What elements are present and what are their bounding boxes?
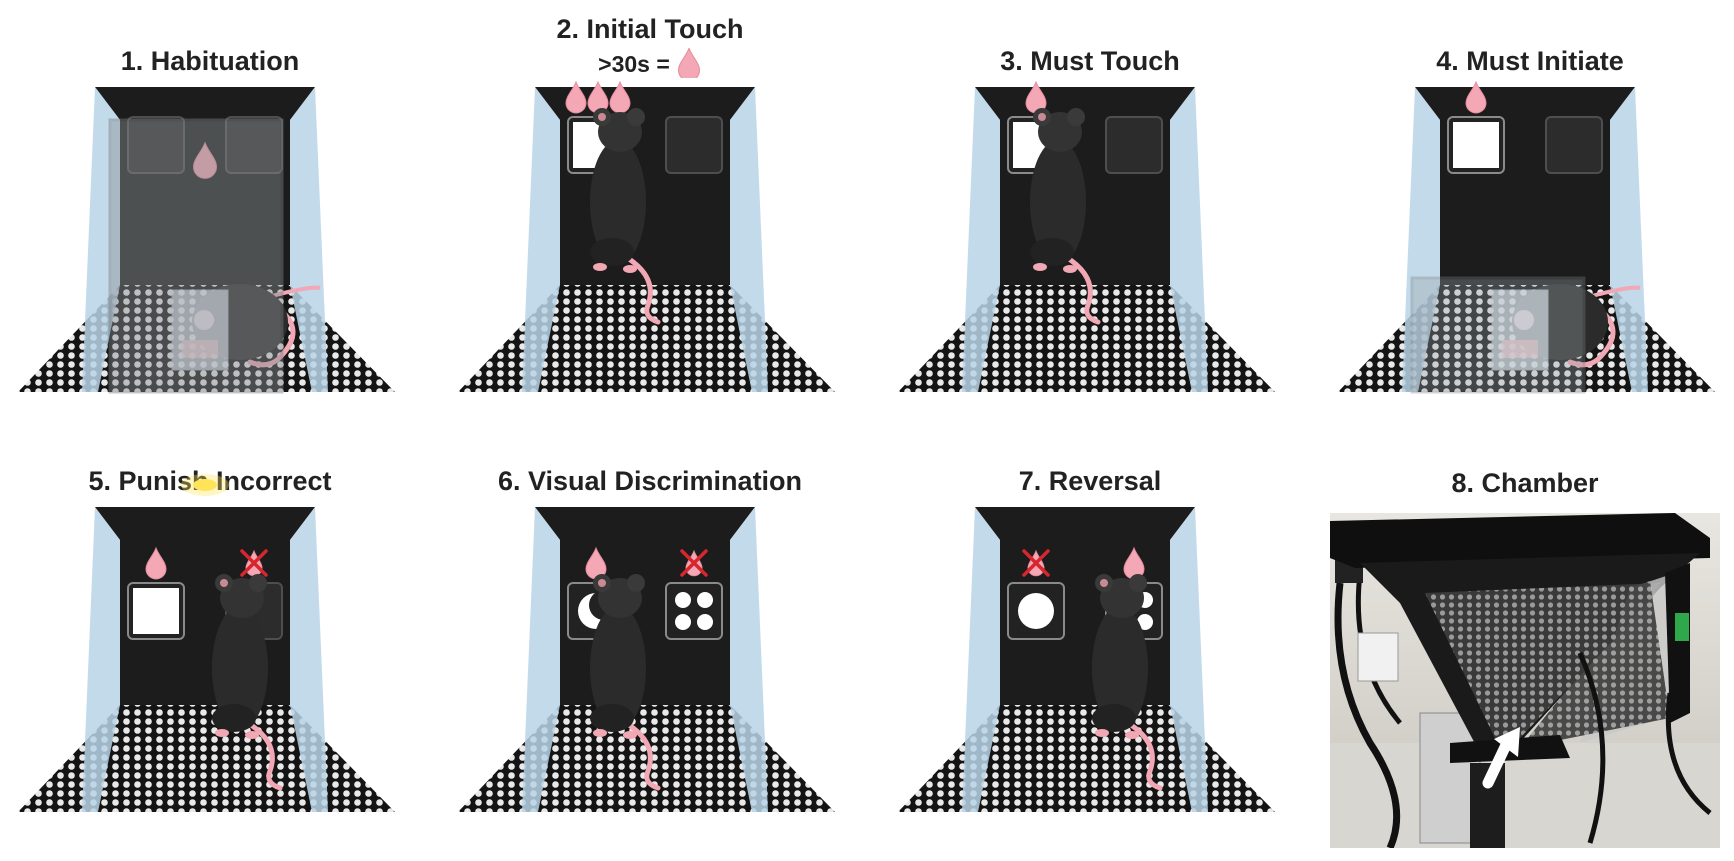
left-glass-wall [522, 87, 560, 392]
right-glass-wall [290, 507, 328, 812]
right-glass-wall [730, 507, 768, 812]
right-glass-wall [730, 87, 768, 392]
right-stimulus [665, 582, 723, 640]
chamber-photo [1330, 513, 1720, 848]
house-light-icon [181, 474, 229, 496]
chamber-diagram [458, 507, 835, 812]
mouse [212, 574, 283, 791]
chamber-diagram [458, 80, 835, 392]
mouse [590, 574, 661, 791]
left-glass-wall [82, 87, 120, 392]
center-reward-drop-icon [192, 141, 218, 179]
reward-drop-icon [145, 546, 167, 580]
grid-floor [898, 705, 1275, 812]
chamber-diagram [898, 80, 1275, 392]
panel-8-title: 8. Chamber [1451, 468, 1599, 498]
mouse [590, 108, 661, 325]
panel-1: 1. Habituation [0, 0, 420, 400]
right-stimulus [665, 116, 723, 174]
panel-6: 6. Visual Discrimination [440, 420, 860, 820]
left-stimulus [1007, 582, 1065, 640]
start-box [1491, 289, 1549, 371]
left-stimulus [127, 116, 185, 174]
chamber-diagram [18, 87, 395, 394]
panel-2: 2. Initial Touch >30s = [440, 0, 860, 400]
reward-drop-icon [609, 80, 631, 114]
reward-drop-icon [1465, 80, 1487, 114]
gate-panel [1410, 276, 1586, 394]
reward-drop-icon [565, 80, 587, 114]
left-glass-wall [962, 507, 1000, 812]
right-stimulus [1105, 116, 1163, 174]
grid-floor [458, 705, 835, 812]
left-glass-wall [522, 507, 560, 812]
start-box [171, 289, 229, 371]
panel-title: 6. Visual Discrimination [497, 466, 803, 496]
right-stimulus [1545, 116, 1603, 174]
chamber-photo-drawing [1330, 513, 1720, 848]
right-glass-wall [290, 87, 328, 392]
panel-3: 3. Must Touch [880, 0, 1300, 400]
right-glass-wall [1170, 507, 1208, 812]
right-glass-wall [1170, 87, 1208, 392]
right-glass-wall [1610, 87, 1648, 392]
panel-title: 7. Reversal [1018, 466, 1162, 496]
reward-drop-icon [587, 80, 609, 114]
no-reward-icon [240, 549, 268, 577]
right-stimulus [225, 116, 283, 174]
panel-title: 1. Habituation [120, 46, 300, 76]
left-stimulus [127, 582, 185, 640]
panel-7: 7. Reversal [880, 420, 1300, 820]
panel-5: 5. Punish Incorrect [0, 420, 420, 820]
mouse [1092, 574, 1163, 791]
left-glass-wall [1402, 87, 1440, 392]
chamber-diagram [18, 474, 395, 812]
chamber-diagram [898, 507, 1275, 812]
no-reward-icon [680, 549, 708, 577]
left-glass-wall [82, 507, 120, 812]
subtitle-text: >30s = [598, 51, 670, 77]
left-glass-wall [962, 87, 1000, 392]
mouse [1030, 108, 1101, 325]
panel-4: 4. Must Initiate [1320, 0, 1734, 400]
white-arrow-icon [1482, 727, 1520, 789]
left-stimulus [1447, 116, 1505, 174]
chamber-diagram [1338, 80, 1715, 394]
panel-title: 4. Must Initiate [1436, 46, 1624, 76]
grid-floor [458, 285, 835, 392]
grid-floor [898, 285, 1275, 392]
gate-panel [108, 118, 284, 394]
panel-title: 3. Must Touch [1000, 46, 1180, 76]
no-reward-icon [1022, 549, 1050, 577]
grid-floor [18, 705, 395, 812]
panel-title: 2. Initial Touch [556, 14, 744, 44]
